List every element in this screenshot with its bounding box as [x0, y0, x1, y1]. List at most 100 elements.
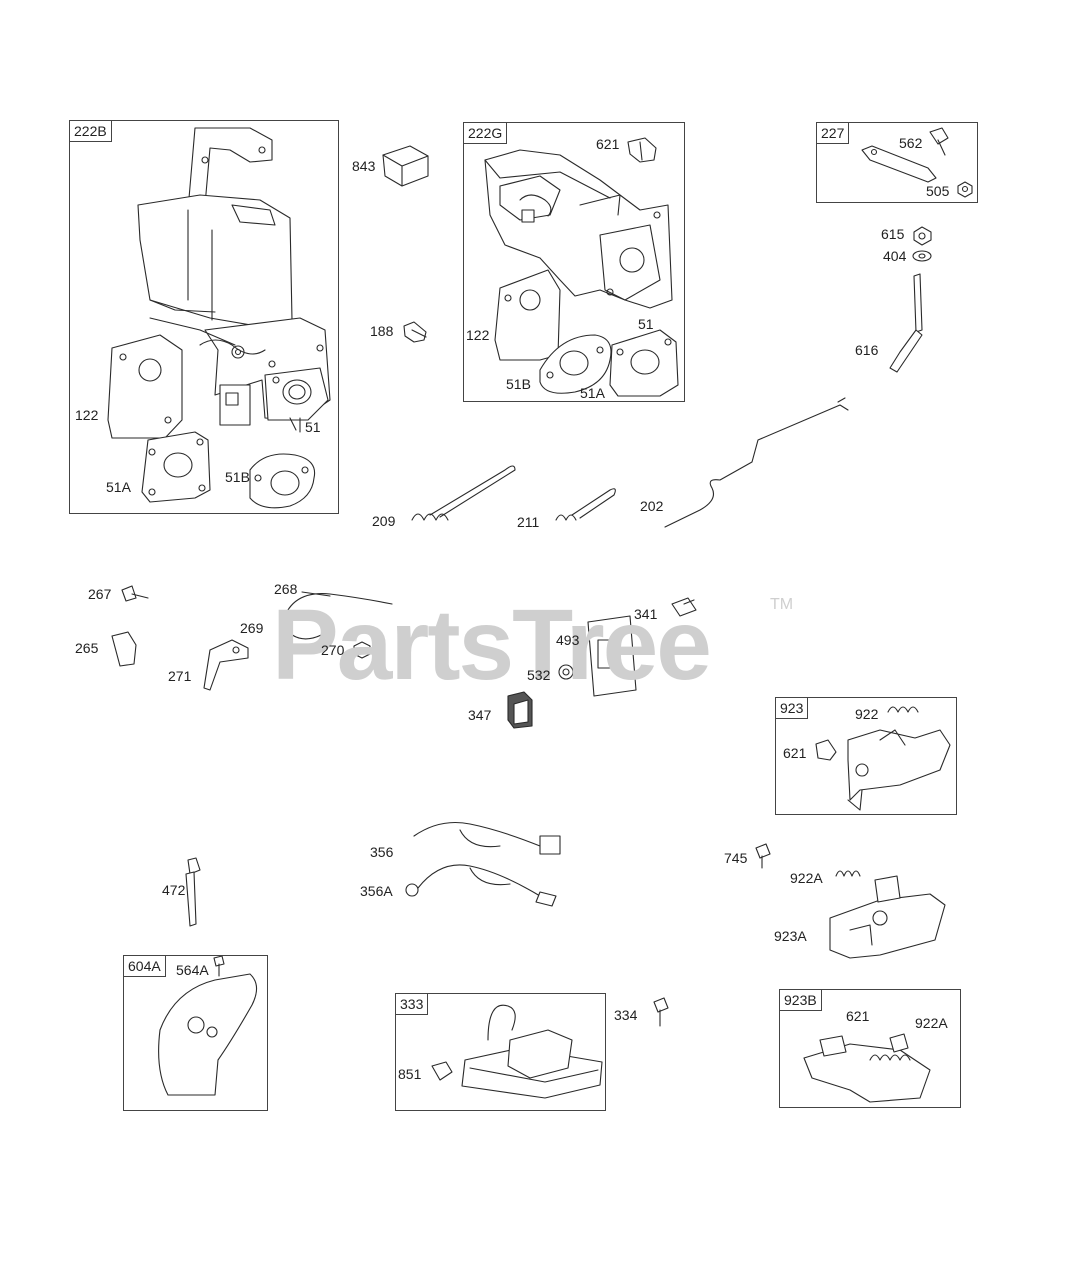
assembly-box-923[interactable]: 923: [775, 697, 957, 815]
part-number-label[interactable]: 51: [638, 316, 654, 332]
part-number-label[interactable]: 615: [881, 226, 905, 242]
part-number-label[interactable]: 505: [926, 183, 950, 199]
gasket-51b-222g-part[interactable]: [539, 334, 612, 394]
governor-control-222g-part[interactable]: [484, 149, 673, 309]
part-number-label[interactable]: 347: [468, 707, 492, 723]
part-number-label[interactable]: 265: [75, 640, 99, 656]
part-number-label[interactable]: 621: [596, 136, 620, 152]
part-number-label[interactable]: 122: [75, 407, 99, 423]
part-number-label[interactable]: 202: [640, 498, 664, 514]
assembly-label-923b: 923B: [779, 989, 822, 1011]
part-number-label[interactable]: 616: [855, 342, 879, 358]
assembly-box-227[interactable]: 227: [816, 122, 978, 203]
screw-562-part[interactable]: [929, 127, 949, 156]
part-number-label[interactable]: 209: [372, 513, 396, 529]
screw-564a-part[interactable]: [213, 955, 225, 977]
part-number-label[interactable]: 356A: [360, 883, 393, 899]
part-number-label[interactable]: 270: [321, 642, 345, 658]
part-number-label[interactable]: 493: [556, 632, 580, 648]
spring-209-part[interactable]: [411, 465, 516, 521]
nut-270-part[interactable]: [353, 641, 371, 659]
governor-assembly-923a-part[interactable]: [829, 875, 946, 959]
washer-404-part[interactable]: [912, 250, 932, 262]
governor-bracket-222b-part[interactable]: [137, 127, 331, 433]
shaft-616-part[interactable]: [889, 273, 923, 373]
screw-745-part[interactable]: [755, 843, 771, 869]
part-number-label[interactable]: 472: [162, 882, 186, 898]
assembly-label-333: 333: [395, 993, 429, 1015]
part-number-label[interactable]: 922: [855, 706, 879, 722]
part-number-label[interactable]: 745: [724, 850, 748, 866]
terminal-851-part[interactable]: [431, 1061, 453, 1081]
assembly-label-604a: 604A: [123, 955, 166, 977]
part-number-label[interactable]: 267: [88, 586, 112, 602]
part-number-label[interactable]: 923A: [774, 928, 807, 944]
clip-621-923-part[interactable]: [815, 739, 837, 761]
spring-922a-part[interactable]: [835, 870, 861, 877]
part-number-label[interactable]: 562: [899, 135, 923, 151]
spring-922-part[interactable]: [887, 706, 919, 713]
nut-505-part[interactable]: [957, 181, 973, 198]
part-number-label[interactable]: 356: [370, 844, 394, 860]
wire-356a-part[interactable]: [405, 864, 557, 907]
cover-604a-part[interactable]: [158, 973, 258, 1096]
part-number-label[interactable]: 188: [370, 323, 394, 339]
assembly-box-604a[interactable]: 604A: [123, 955, 268, 1111]
spring-211-part[interactable]: [555, 488, 616, 521]
lever-271-part[interactable]: [203, 639, 249, 691]
gasket-122b-part[interactable]: [494, 269, 561, 361]
wire-356-part[interactable]: [413, 821, 561, 855]
assembly-box-222b[interactable]: 222B: [69, 120, 339, 514]
part-number-label[interactable]: 851: [398, 1066, 422, 1082]
part-341[interactable]: [671, 597, 697, 617]
part-number-label[interactable]: 404: [883, 248, 907, 264]
part-number-label[interactable]: 51: [305, 419, 321, 435]
gasket-51a-222g-part[interactable]: [609, 329, 679, 397]
nut-615-part[interactable]: [913, 226, 932, 246]
armature-333-part[interactable]: [461, 1004, 603, 1099]
part-number-label[interactable]: 532: [527, 667, 551, 683]
screw-267-part[interactable]: [121, 585, 149, 602]
assembly-label-923: 923: [775, 697, 809, 719]
part-number-label[interactable]: 51B: [506, 376, 531, 392]
assembly-box-222g[interactable]: 222G: [463, 122, 685, 402]
part-843[interactable]: [382, 145, 429, 187]
part-number-label[interactable]: 51B: [225, 469, 250, 485]
dipstick-472-part[interactable]: [185, 857, 201, 927]
assembly-box-333[interactable]: 333: [395, 993, 606, 1111]
link-rod-202-part[interactable]: [664, 397, 849, 528]
part-number-label[interactable]: 922A: [790, 870, 823, 886]
cable-268-part[interactable]: [281, 591, 393, 640]
screw-188-part[interactable]: [403, 321, 427, 343]
part-number-label[interactable]: 564A: [176, 962, 209, 978]
part-number-label[interactable]: 341: [634, 606, 658, 622]
clip-621-part[interactable]: [627, 137, 657, 163]
clip-265-part[interactable]: [111, 631, 137, 667]
governor-assembly-923b-part[interactable]: [803, 1033, 931, 1103]
part-number-label[interactable]: 922A: [915, 1015, 948, 1031]
part-number-label[interactable]: 51A: [106, 479, 131, 495]
gasket-122-part[interactable]: [107, 334, 183, 439]
part-number-label[interactable]: 268: [274, 581, 298, 597]
gasket-51a-part[interactable]: [141, 431, 211, 503]
part-number-label[interactable]: 211: [517, 514, 540, 530]
part-number-label[interactable]: 334: [614, 1007, 638, 1023]
part-number-label[interactable]: 843: [352, 158, 376, 174]
assembly-box-923b[interactable]: 923B: [779, 989, 961, 1108]
part-number-label[interactable]: 621: [846, 1008, 870, 1024]
assembly-label-222g: 222G: [463, 122, 508, 144]
part-number-label[interactable]: 271: [168, 668, 192, 684]
part-347[interactable]: [507, 691, 533, 729]
part-number-label[interactable]: 122: [466, 327, 490, 343]
lever-562-part[interactable]: [861, 145, 937, 183]
part-number-label[interactable]: 621: [783, 745, 807, 761]
screw-334-part[interactable]: [653, 997, 669, 1027]
nut-532-part[interactable]: [558, 664, 574, 680]
gasket-51b-part[interactable]: [249, 453, 316, 509]
governor-assembly-923-part[interactable]: [847, 729, 951, 811]
part-number-label[interactable]: 269: [240, 620, 264, 636]
part-number-label[interactable]: 51A: [580, 385, 605, 401]
plate-493-part[interactable]: [587, 615, 637, 697]
